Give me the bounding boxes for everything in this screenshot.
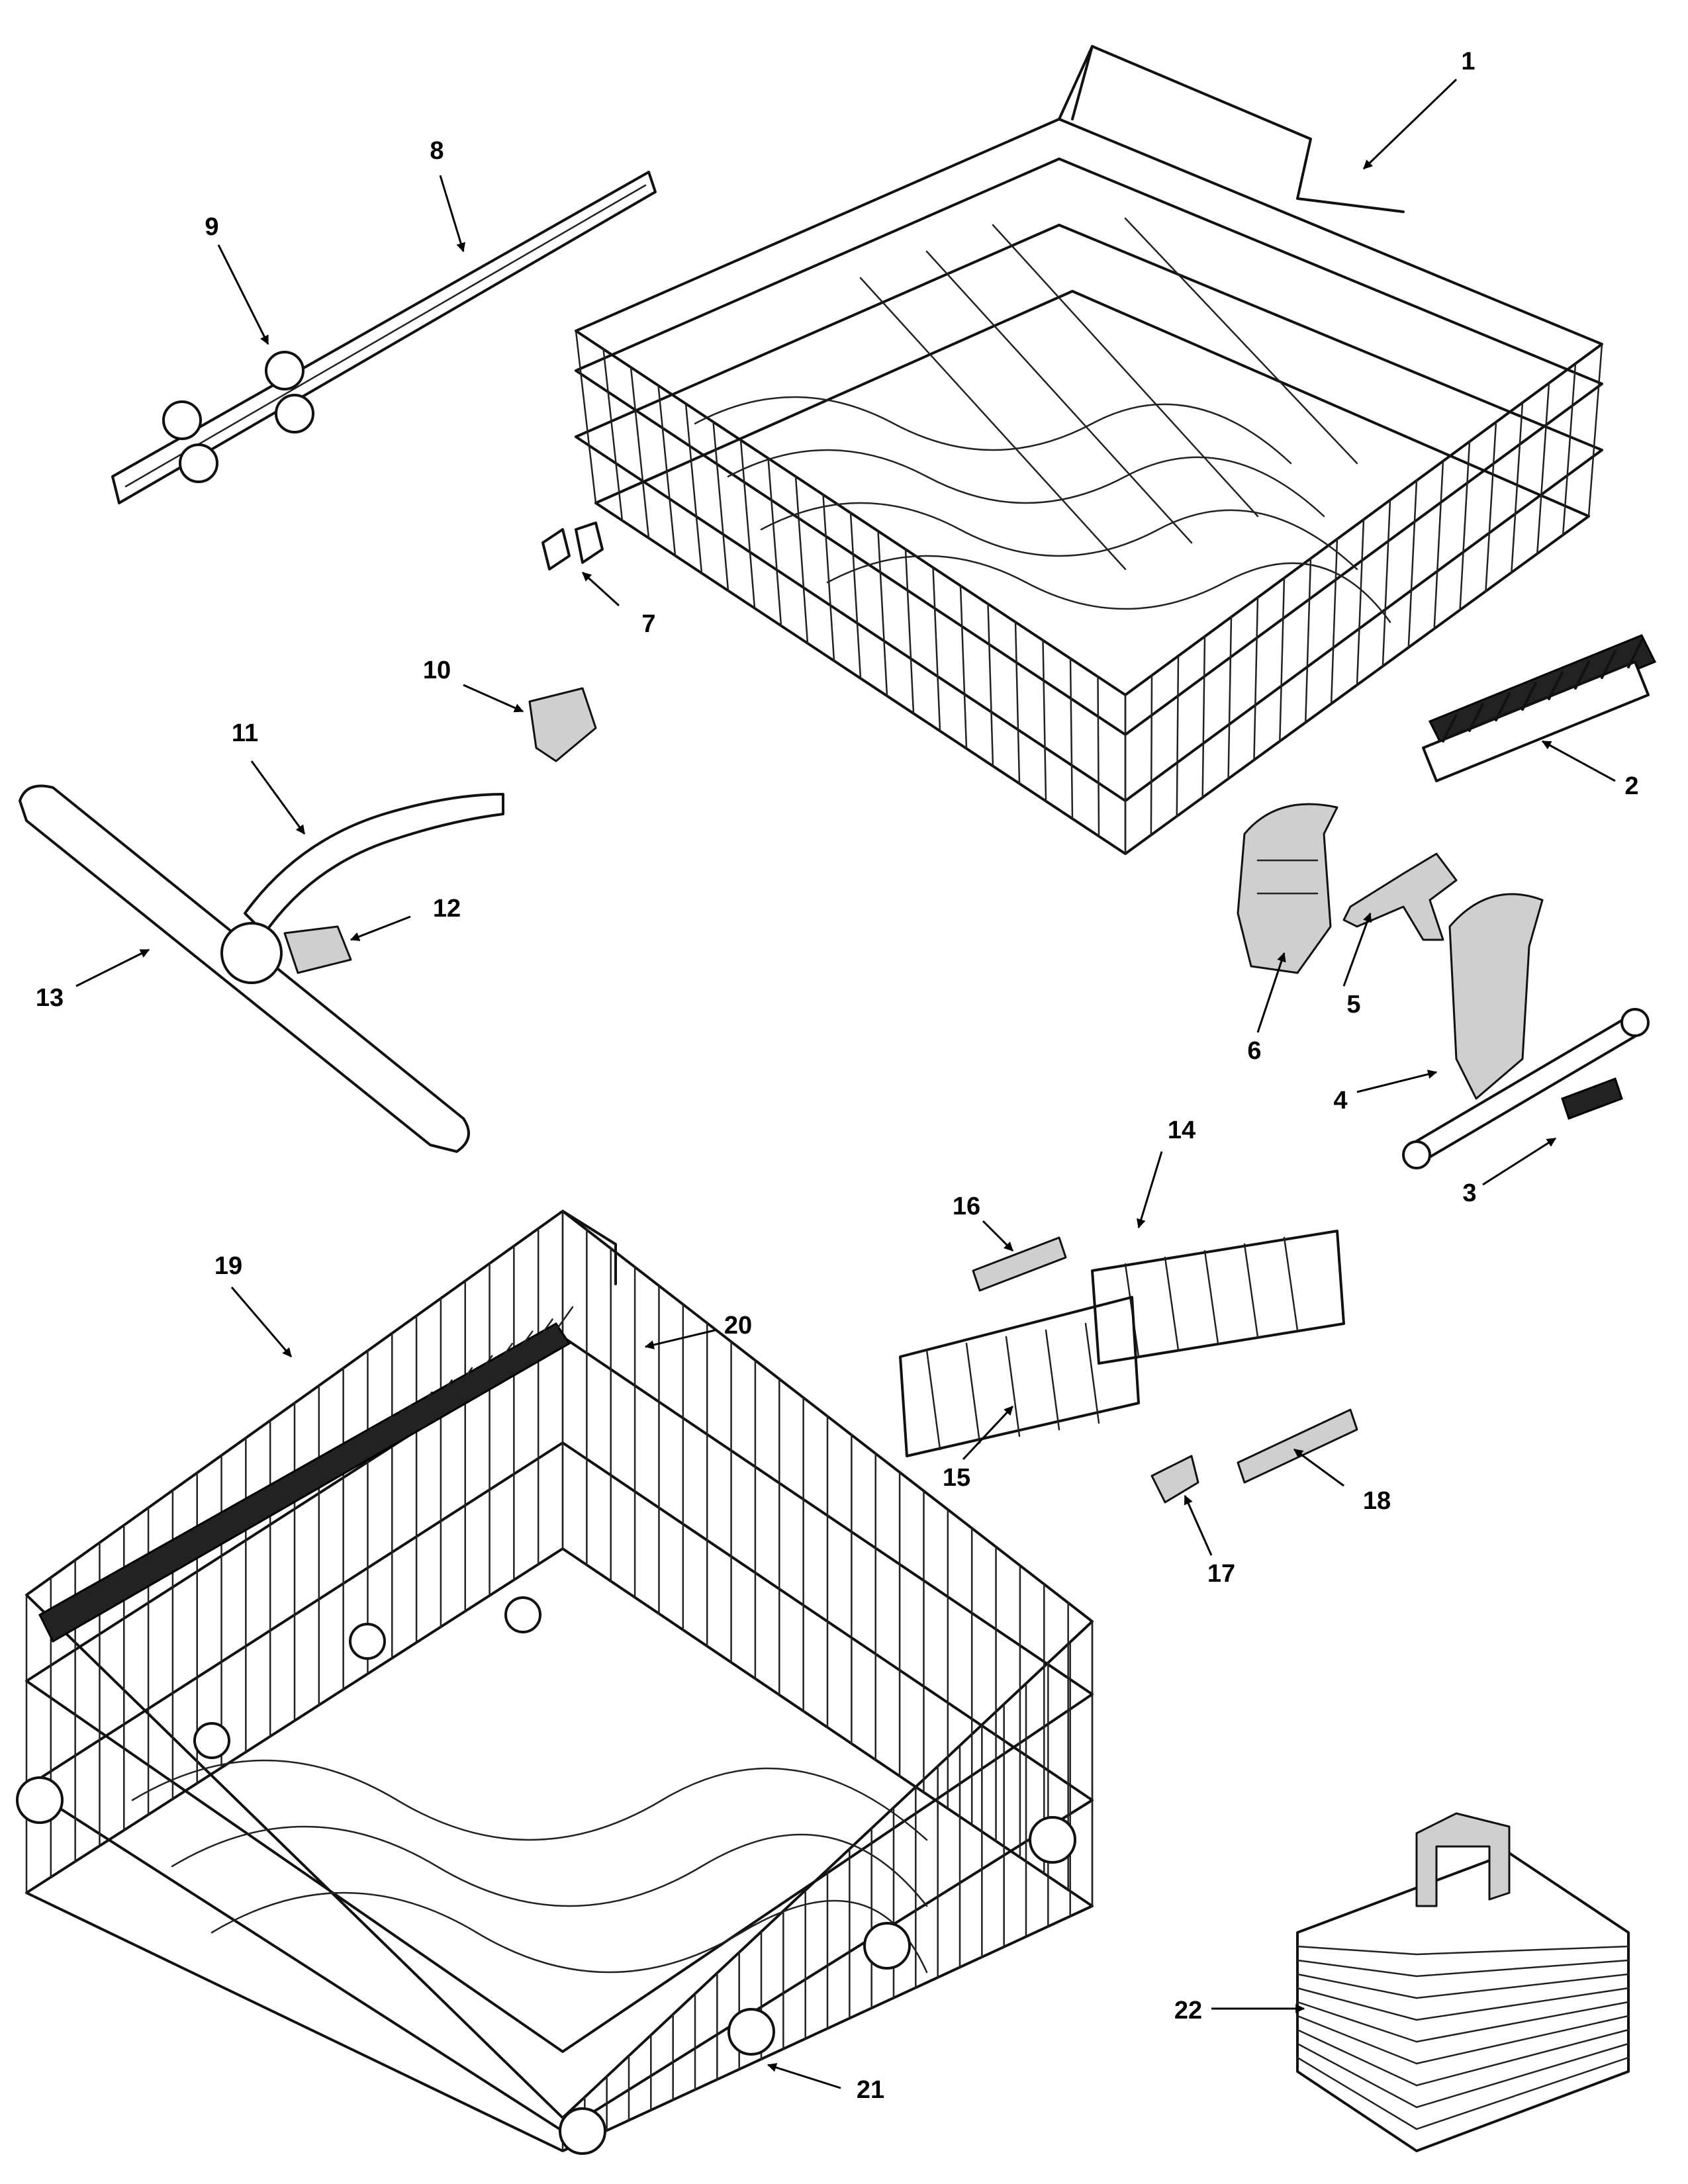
callout-5: 5 [1346, 991, 1360, 1019]
clip-part-17 [1150, 1455, 1199, 1504]
callout-labels: 1 2 3 4 5 6 7 8 9 10 11 12 13 14 15 16 1… [36, 48, 1639, 2104]
clip-part-18 [1237, 1408, 1358, 1484]
callout-21: 21 [857, 2076, 884, 2104]
clip-part-7 [541, 522, 604, 570]
callout-2: 2 [1624, 772, 1638, 800]
silverware-basket-part-22 [1296, 1812, 1630, 2152]
callout-19: 19 [214, 1252, 242, 1280]
callout-1: 1 [1461, 48, 1475, 75]
callout-17: 17 [1207, 1560, 1235, 1588]
clip-part-3 [1561, 1077, 1623, 1120]
clip-part-16 [972, 1236, 1067, 1292]
tine-row-part-2 [1422, 634, 1657, 782]
callout-15: 15 [943, 1464, 970, 1492]
callout-7: 7 [641, 610, 655, 638]
rail-wheels-part-9 [162, 351, 314, 483]
adjuster-assembly-part-4 [1402, 893, 1650, 1169]
callout-8: 8 [430, 137, 444, 165]
bracket-part-10 [528, 687, 597, 762]
tine-rack-part-15 [899, 1296, 1140, 1457]
callout-9: 9 [205, 213, 218, 241]
rack-rail-part-8 [111, 171, 657, 504]
callout-4: 4 [1333, 1087, 1347, 1115]
callout-leaders [75, 78, 1616, 2089]
callout-12: 12 [433, 895, 461, 923]
spray-arm-part-13 [19, 784, 470, 1153]
callout-10: 10 [423, 657, 451, 684]
callout-16: 16 [953, 1193, 980, 1220]
callout-22: 22 [1174, 1997, 1202, 2025]
callout-6: 6 [1247, 1037, 1261, 1065]
mount-part-12 [283, 925, 352, 974]
callout-11: 11 [232, 719, 258, 747]
spray-tube-part-11 [244, 793, 504, 934]
callout-13: 13 [36, 984, 64, 1012]
callout-14: 14 [1168, 1116, 1196, 1144]
callout-18: 18 [1363, 1487, 1391, 1515]
lower-rack-part-19 [25, 1210, 1094, 2152]
upper-rack [575, 45, 1603, 855]
rack-adjuster-part-6 [1237, 803, 1338, 974]
callout-3: 3 [1462, 1179, 1476, 1207]
tine-row-part-20 [38, 1306, 574, 1643]
rack-wheels-part-21 [16, 1596, 1076, 2155]
latch-part-5 [1342, 852, 1458, 941]
callout-20: 20 [724, 1312, 752, 1340]
